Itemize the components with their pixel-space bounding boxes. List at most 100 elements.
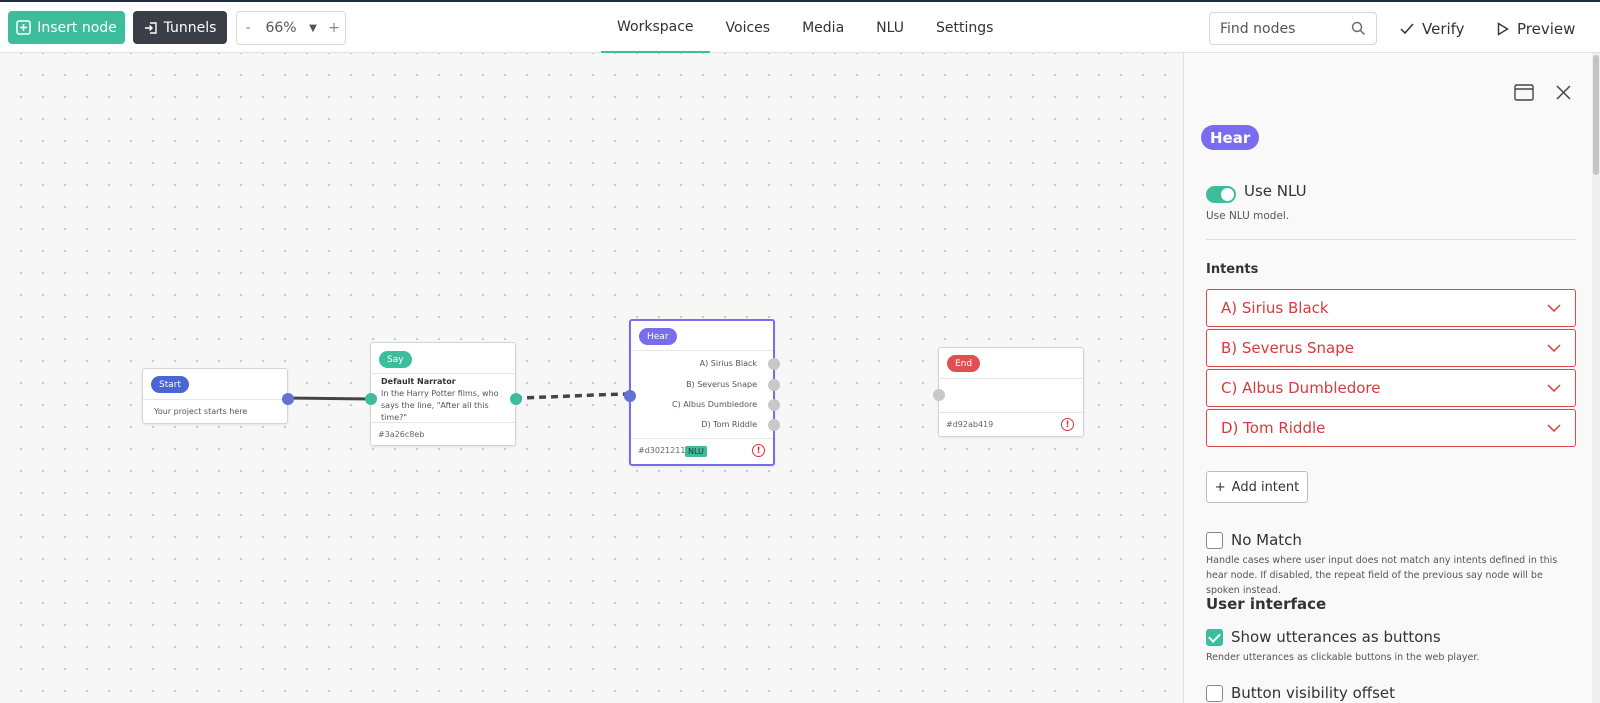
- no-match-checkbox[interactable]: [1206, 532, 1223, 549]
- end-node-label: End: [947, 355, 981, 372]
- use-nlu-label: Use NLU: [1244, 182, 1307, 200]
- nlu-tag: NLU: [685, 446, 707, 457]
- intent-label: D) Tom Riddle: [1221, 419, 1326, 437]
- end-node[interactable]: End #d92ab419 !: [933, 347, 1084, 437]
- node-divider: [631, 350, 773, 351]
- say-input-handle[interactable]: [365, 393, 377, 405]
- say-node[interactable]: Say Default Narrator In the Harry Potter…: [365, 342, 522, 446]
- node-divider: [631, 438, 773, 439]
- show-utterances-checkbox[interactable]: [1206, 629, 1223, 646]
- hear-node-label: Hear: [639, 328, 677, 345]
- hear-input-handle[interactable]: [624, 390, 636, 402]
- tab-media[interactable]: Media: [802, 19, 845, 36]
- preview-button[interactable]: Preview: [1497, 12, 1575, 45]
- connections-layer: [286, 392, 632, 401]
- start-node-label: Start: [151, 376, 189, 393]
- add-intent-button[interactable]: + Add intent: [1206, 471, 1308, 503]
- node-divider: [939, 378, 1083, 379]
- say-node-label: Say: [379, 351, 412, 368]
- hear-output-handle[interactable]: [768, 419, 780, 431]
- zoom-value[interactable]: 66%: [265, 20, 297, 36]
- workspace-canvas[interactable]: Start Your project starts here Say Defau…: [0, 53, 1183, 703]
- button-offset-checkbox[interactable]: [1206, 685, 1223, 702]
- chevron-down-icon: [1547, 344, 1561, 352]
- hear-output-1: A) Sirius Black: [699, 359, 757, 368]
- chevron-down-icon: [1547, 304, 1561, 312]
- panel-scrollbar[interactable]: [1592, 53, 1600, 703]
- play-icon: [1497, 21, 1509, 36]
- no-match-label: No Match: [1231, 531, 1302, 549]
- intent-item[interactable]: C) Albus Dumbledore: [1206, 369, 1576, 407]
- warning-icon[interactable]: !: [1061, 418, 1074, 431]
- hear-output-4: D) Tom Riddle: [701, 420, 757, 429]
- intent-item[interactable]: A) Sirius Black: [1206, 289, 1576, 327]
- say-node-id: #3a26c8eb: [378, 430, 425, 439]
- chevron-down-icon: [1547, 424, 1561, 432]
- edge-start-say: [286, 396, 372, 401]
- node-divider: [371, 422, 515, 423]
- user-interface-heading: User interface: [1206, 595, 1327, 613]
- tab-settings[interactable]: Settings: [935, 19, 994, 36]
- hear-output-handle[interactable]: [768, 399, 780, 411]
- warning-icon[interactable]: !: [752, 444, 765, 457]
- hear-node[interactable]: Hear A) Sirius Black B) Severus Snape C)…: [624, 319, 780, 466]
- node-divider: [939, 412, 1083, 413]
- intent-label: C) Albus Dumbledore: [1221, 379, 1381, 397]
- hear-output-2: B) Severus Snape: [686, 380, 757, 389]
- node-divider: [143, 399, 287, 400]
- zoom-in-button[interactable]: +: [328, 20, 340, 36]
- intent-label: B) Severus Snape: [1221, 339, 1354, 357]
- say-output-handle[interactable]: [510, 393, 522, 405]
- node-divider: [371, 373, 515, 374]
- tunnels-button[interactable]: Tunnels: [133, 11, 227, 44]
- zoom-control: - 66% ▼ +: [236, 11, 346, 45]
- chevron-down-icon[interactable]: ▼: [309, 22, 317, 34]
- hear-output-handle[interactable]: [768, 379, 780, 391]
- hear-output-handle[interactable]: [768, 358, 780, 370]
- close-icon[interactable]: [1556, 85, 1571, 100]
- tab-voices[interactable]: Voices: [725, 19, 771, 36]
- preview-label: Preview: [1517, 19, 1576, 38]
- top-toolbar: Insert node Tunnels - 66% ▼ + Workspace …: [0, 0, 1600, 53]
- scrollbar-thumb[interactable]: [1593, 55, 1599, 175]
- hear-output-3: C) Albus Dumbledore: [671, 400, 757, 409]
- no-match-hint: Handle cases where user input does not m…: [1206, 555, 1558, 596]
- add-intent-label: Add intent: [1231, 479, 1300, 495]
- node-properties-panel: Hear Use NLU Use NLU model. Intents A) S…: [1183, 53, 1600, 703]
- show-utterances-hint: Render utterances as clickable buttons i…: [1206, 652, 1480, 663]
- insert-node-label: Insert node: [37, 19, 117, 36]
- intent-item[interactable]: B) Severus Snape: [1206, 329, 1576, 367]
- main-tabs: Workspace Voices Media NLU Settings: [601, 2, 1009, 53]
- say-text: In the Harry Potter films, who says the …: [381, 389, 499, 422]
- search-icon: [1351, 21, 1365, 35]
- intent-item[interactable]: D) Tom Riddle: [1206, 409, 1576, 447]
- end-input-handle[interactable]: [933, 389, 945, 401]
- section-divider: [1206, 239, 1576, 240]
- window-icon[interactable]: [1514, 84, 1534, 101]
- check-icon: [1400, 23, 1414, 34]
- use-nlu-toggle[interactable]: [1206, 186, 1236, 203]
- tab-nlu[interactable]: NLU: [876, 19, 904, 36]
- intents-heading: Intents: [1206, 262, 1259, 277]
- find-nodes-input[interactable]: Find nodes: [1209, 12, 1377, 45]
- start-node[interactable]: Start Your project starts here: [142, 368, 294, 424]
- show-utterances-label: Show utterances as buttons: [1231, 628, 1441, 646]
- edge-say-hear: [514, 392, 632, 400]
- zoom-out-button[interactable]: -: [245, 20, 251, 36]
- button-offset-label: Button visibility offset: [1231, 684, 1396, 702]
- start-output-handle[interactable]: [282, 393, 294, 405]
- say-character: Default Narrator: [381, 377, 456, 386]
- end-node-id: #d92ab419: [946, 420, 994, 429]
- plus-icon: +: [1214, 479, 1226, 495]
- tab-workspace[interactable]: Workspace: [601, 2, 710, 53]
- tunnel-icon: [144, 21, 157, 34]
- chevron-down-icon: [1547, 384, 1561, 392]
- verify-button[interactable]: Verify: [1400, 12, 1465, 45]
- plus-square-icon: [16, 20, 31, 35]
- verify-label: Verify: [1422, 19, 1465, 38]
- node-type-badge: Hear: [1201, 125, 1260, 150]
- intent-label: A) Sirius Black: [1221, 299, 1329, 317]
- start-node-text: Your project starts here: [154, 407, 248, 416]
- insert-node-button[interactable]: Insert node: [8, 11, 125, 44]
- tunnels-label: Tunnels: [163, 19, 217, 36]
